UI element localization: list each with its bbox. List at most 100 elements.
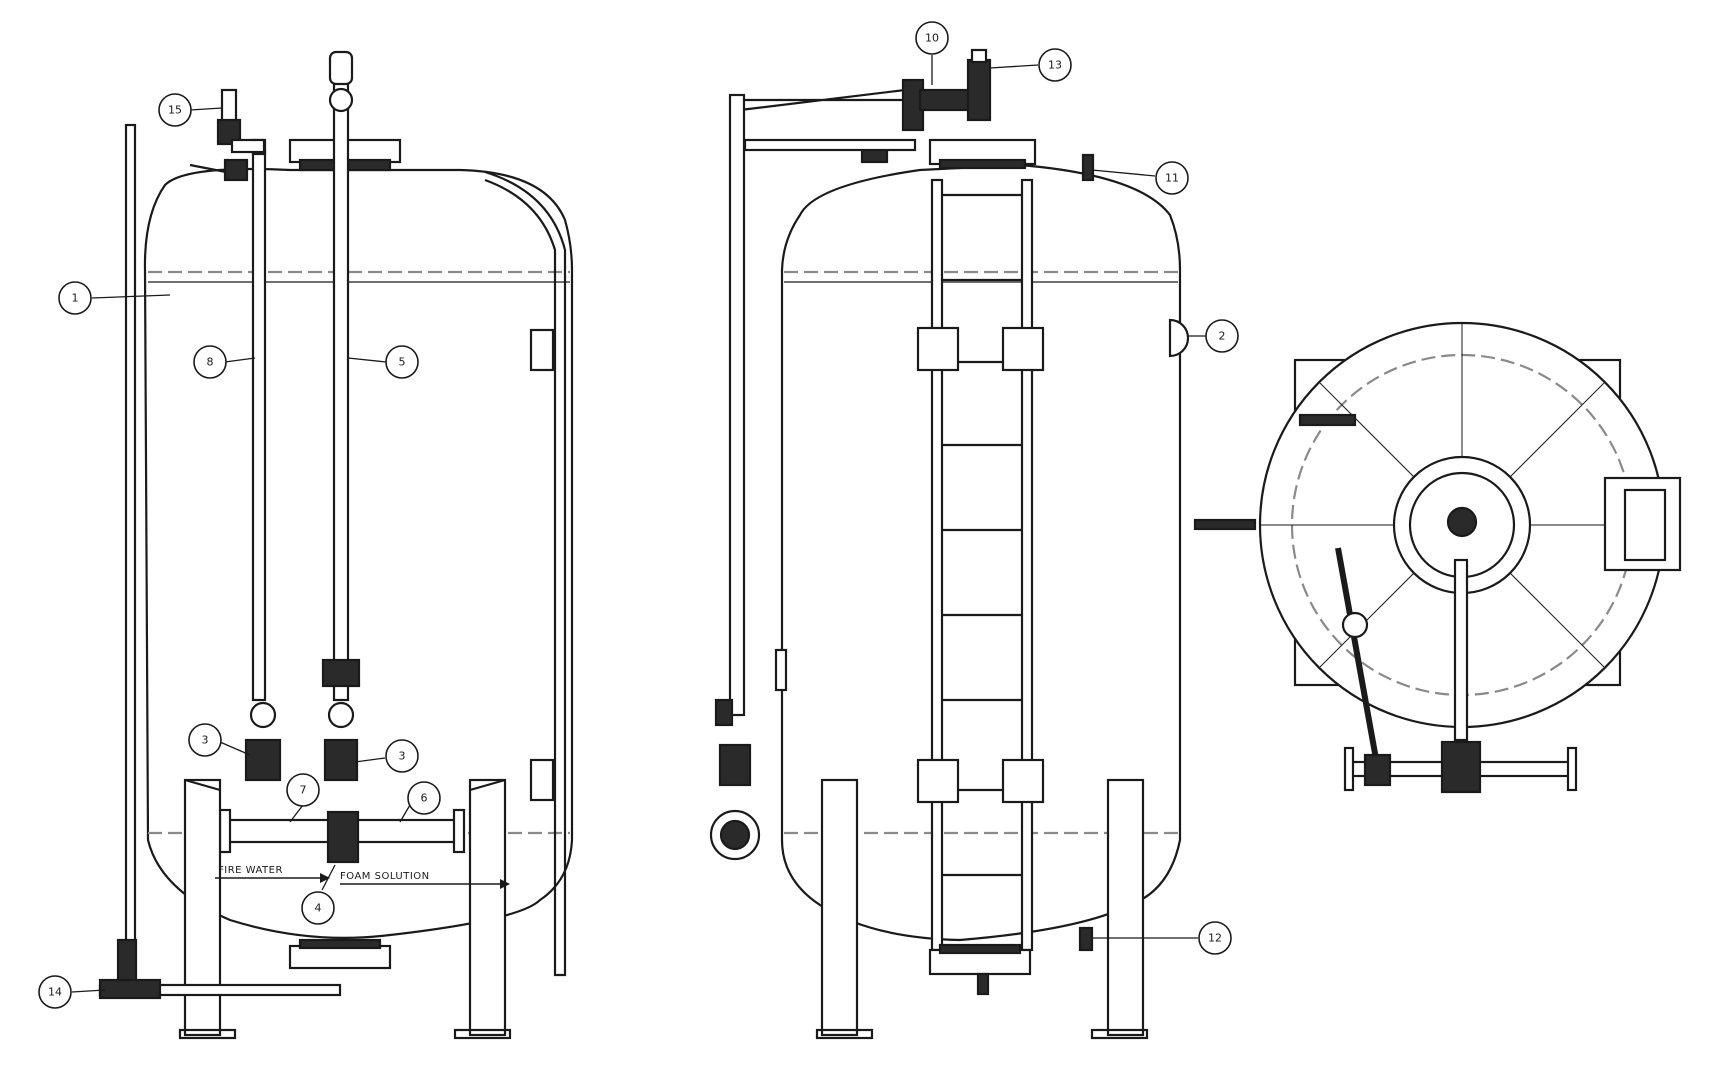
balloon: 10: [915, 21, 949, 55]
foam-pipe-valve-ball: [327, 701, 355, 729]
balloon-text: 11: [1165, 172, 1179, 185]
plan-ladder-inner: [1623, 488, 1667, 562]
leader-7: [289, 804, 304, 823]
side-top-manhole-bolts: [938, 158, 1027, 170]
side-top-valve-right: [966, 58, 992, 122]
side-elevation-view: [709, 48, 1190, 1040]
balloon-text: 1: [72, 292, 79, 305]
side-left-valve-top: [714, 698, 734, 727]
leader-6: [399, 804, 411, 823]
balloon-text: 3: [202, 734, 209, 747]
manifold-right-flange: [452, 808, 466, 854]
balloon: 11: [1155, 161, 1189, 195]
side-foot-right: [1090, 1028, 1149, 1040]
right-overflow-pipe: [484, 170, 567, 977]
vent-valve-handle: [189, 163, 227, 174]
plan-diagonal-pipe: [1335, 547, 1381, 771]
ladder-bracket: [916, 326, 960, 372]
balloon-text: 3: [399, 750, 406, 763]
front-foot-right: [453, 1028, 512, 1040]
balloon: 12: [1198, 921, 1232, 955]
side-top-pipe: [739, 88, 906, 112]
balloon: 8: [193, 345, 227, 379]
upper-pipe-clamp: [529, 328, 555, 372]
leader-11: [1091, 169, 1156, 177]
balloon-text: 10: [925, 32, 939, 45]
side-bottom-flange-bolts: [938, 943, 1022, 955]
balloon: 3: [188, 723, 222, 757]
leader-1: [91, 294, 171, 299]
water-pipe-valve: [244, 738, 282, 782]
side-bottom-drain: [976, 972, 990, 996]
balloon: 6: [407, 781, 441, 815]
balloon: 4: [301, 891, 335, 925]
water-inlet-pipe: [251, 148, 267, 702]
drain-valve: [98, 978, 162, 1000]
leader-4: [321, 864, 336, 891]
side-leg-right: [1106, 778, 1145, 1037]
balloon-text: 8: [207, 356, 214, 369]
fire-water-label: FIRE WATER: [218, 865, 283, 876]
front-foot-left: [178, 1028, 237, 1040]
bottom-flange-bolts: [298, 938, 382, 950]
ladder: [916, 178, 1045, 952]
balloon: 13: [1038, 48, 1072, 82]
manifold-left-flange: [218, 808, 232, 854]
sight-level-pipe: [124, 123, 137, 947]
drain-valve-stem: [116, 938, 138, 982]
leader-3b: [354, 757, 386, 763]
fire-water-arrowhead: [320, 873, 330, 883]
ladder-rail-right: [1020, 178, 1034, 952]
front-leg-left: [183, 778, 222, 1037]
ladder-bracket: [1001, 326, 1045, 372]
foam-pipe-valve: [323, 738, 359, 782]
balloon: 14: [38, 975, 72, 1009]
plan-manifold-flange-left: [1343, 746, 1355, 792]
balloon: 1: [58, 281, 92, 315]
balloon-text: 5: [399, 356, 406, 369]
leader-15: [189, 107, 223, 111]
balloon-text: 7: [300, 784, 307, 797]
ladder-bracket: [916, 758, 960, 804]
plan-manifold-flange-right: [1566, 746, 1578, 792]
balloon-text: 6: [421, 792, 428, 805]
balloon: 7: [286, 773, 320, 807]
side-top-valve-cap: [970, 48, 988, 64]
side-vertical-pipe: [728, 93, 746, 717]
leg-left-gusset: [184, 778, 221, 792]
side-top-return-pipe: [743, 138, 917, 152]
balloon: 5: [385, 345, 419, 379]
plan-valve: [1363, 753, 1392, 787]
balloon: 15: [158, 93, 192, 127]
side-left-flange-inner: [719, 819, 751, 851]
front-elevation-view: FIRE WATER FOAM SOLUTION: [98, 50, 574, 1040]
water-pipe-valve-ball: [249, 701, 277, 729]
side-bottom-nozzle: [1078, 926, 1094, 952]
side-foot-left: [815, 1028, 874, 1040]
side-shell-lug: [774, 648, 788, 692]
plan-valve-ball: [1341, 611, 1369, 639]
plan-manhole-center: [1446, 506, 1478, 538]
foam-pipe-clamp: [321, 658, 361, 688]
leader-3a: [219, 741, 251, 756]
balloon-text: 13: [1048, 59, 1062, 72]
side-left-valve: [718, 743, 752, 787]
plan-proportioner: [1440, 740, 1482, 794]
leader-14: [71, 989, 106, 993]
foam-solution-label: FOAM SOLUTION: [340, 871, 430, 882]
leg-right-gusset: [469, 778, 506, 792]
leader-5: [347, 357, 387, 363]
plan-view: [1193, 321, 1682, 794]
side-vent-nozzle: [1081, 153, 1095, 182]
leader-8: [224, 357, 256, 363]
ladder-rail-left: [930, 178, 944, 952]
bottom-drain-flange: [288, 944, 392, 970]
ladder-bracket: [1001, 758, 1045, 804]
front-leg-right: [468, 778, 507, 1037]
side-leg-left: [820, 778, 859, 1037]
balloon-text: 4: [315, 902, 322, 915]
vent-valve: [216, 118, 242, 146]
vent-valve-lower: [223, 158, 249, 182]
leader-13: [989, 64, 1039, 69]
